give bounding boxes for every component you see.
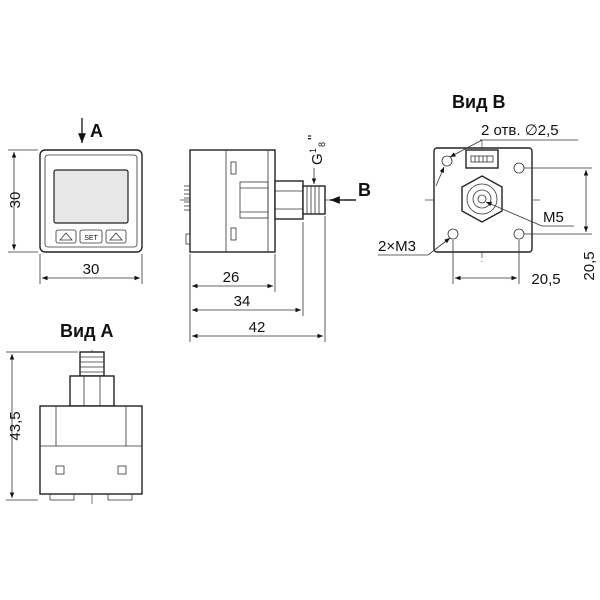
side-body [189,149,276,253]
side-connector [239,181,269,219]
front-view: A SET 30 30 [7,118,143,284]
hole-top-left [441,155,453,167]
m3-label: 2×M3 [378,238,416,255]
up-arrow-icon [59,232,73,241]
view-a: Вид A [6,321,143,505]
svg-text:1: 1 [308,148,318,153]
dim-view-b-height: 20,5 [581,251,598,280]
m5-label: M5 [543,209,564,226]
dim-side-26: 26 [223,269,240,286]
dim-side-42: 42 [249,319,266,336]
lcd-display [53,169,129,224]
view-a-hex-nut [69,375,115,407]
side-vents [184,185,190,211]
view-a-title: Вид A [60,321,114,341]
dim-front-width: 30 [83,261,100,278]
dim-view-b-width: 20,5 [531,271,560,288]
view-a-marker: A [90,121,103,141]
view-b: Вид B 2 отв. ∅2,5 M5 [378,92,598,288]
dim-view-a-height: 43,5 [7,411,24,440]
set-button [79,229,103,244]
thread-label: G 1 8 " [305,135,327,165]
m5-port [477,194,487,204]
up-button [55,229,77,244]
dim-front-height: 30 [7,192,24,209]
view-b-title: Вид B [452,92,506,112]
holes-note: 2 отв. ∅2,5 [481,122,559,139]
view-b-connector [465,149,499,169]
set-button-label: SET [84,235,98,242]
view-a-body [39,405,143,495]
side-hex-nut [274,180,304,220]
side-thread [302,185,326,215]
svg-text:G: G [309,153,326,165]
side-view: G 1 8 " B 26 34 42 [180,135,371,342]
dim-side-34: 34 [234,293,251,310]
svg-text:": " [305,135,322,140]
triangle-icon [109,232,123,241]
svg-text:8: 8 [317,142,327,147]
m3-hole-left [447,228,459,240]
view-b-marker: B [358,180,371,200]
down-button [105,229,127,244]
front-bezel [44,154,138,248]
